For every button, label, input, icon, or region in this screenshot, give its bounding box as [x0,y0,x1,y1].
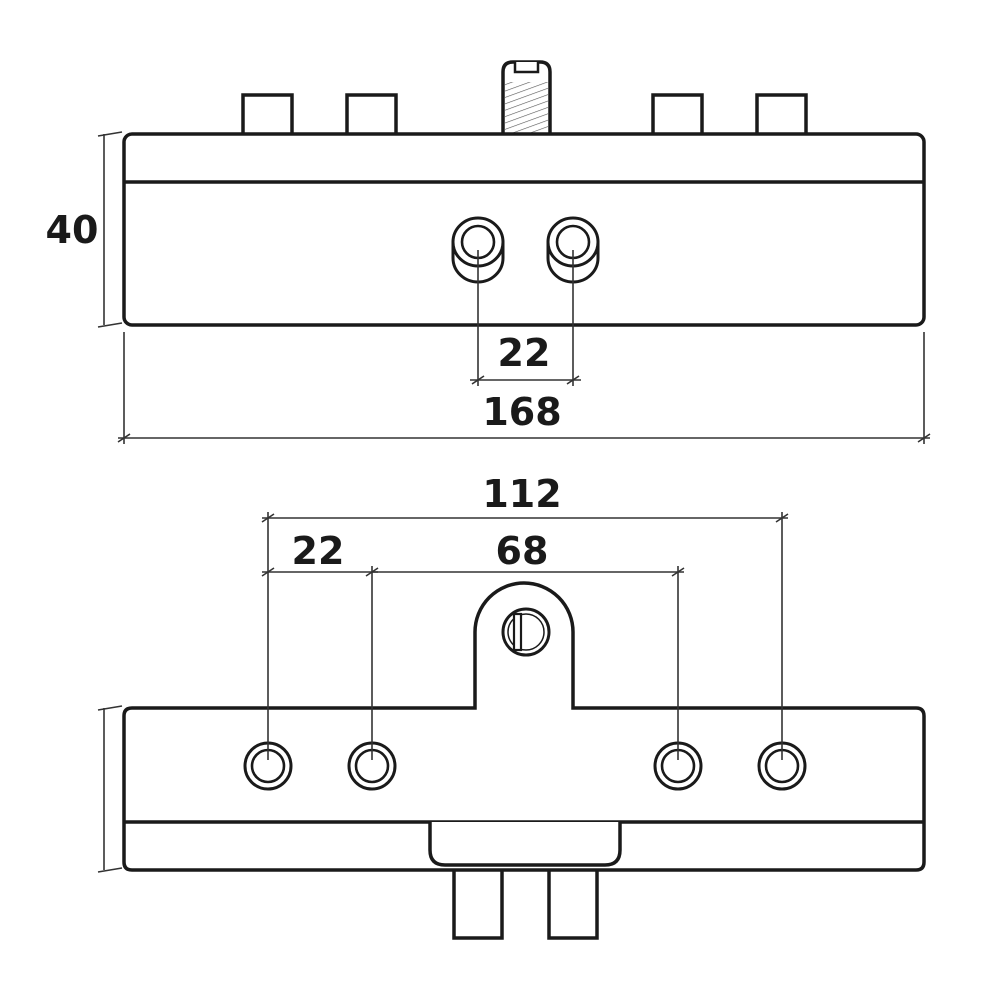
bottom-height-dimension [97,705,123,873]
outer-span-label: 112 [482,472,561,516]
top-body [122,132,926,327]
height-label: 40 [46,208,99,252]
bottom-tab [428,822,622,867]
top-peg-2 [345,93,398,139]
threaded-screw [501,60,552,139]
overall-width-label: 168 [482,390,561,434]
pin-spacing-dimension: 22 [470,250,581,386]
left-spacing-dimension: 22 [261,529,379,760]
inner-span-dimension: 68 [372,529,685,760]
bottom-body [122,581,926,872]
top-peg-3 [651,93,704,139]
top-peg-4 [755,93,808,139]
inner-span-label: 68 [496,529,549,573]
overall-width-dimension: 168 [117,332,931,444]
left-spacing-label: 22 [292,529,345,573]
top-view: 40 22 168 [46,60,931,444]
bottom-leg-left [452,864,504,940]
pin-spacing-label: 22 [498,331,551,375]
height-dimension: 40 [46,131,123,328]
outer-span-dimension: 112 [261,472,789,760]
bottom-view: 112 22 68 [97,472,926,940]
hole-3 [653,741,703,791]
hole-2 [347,741,397,791]
top-peg-1 [241,93,294,139]
screw-head [501,607,551,657]
hole-1 [243,741,293,791]
bottom-leg-right [547,864,599,940]
